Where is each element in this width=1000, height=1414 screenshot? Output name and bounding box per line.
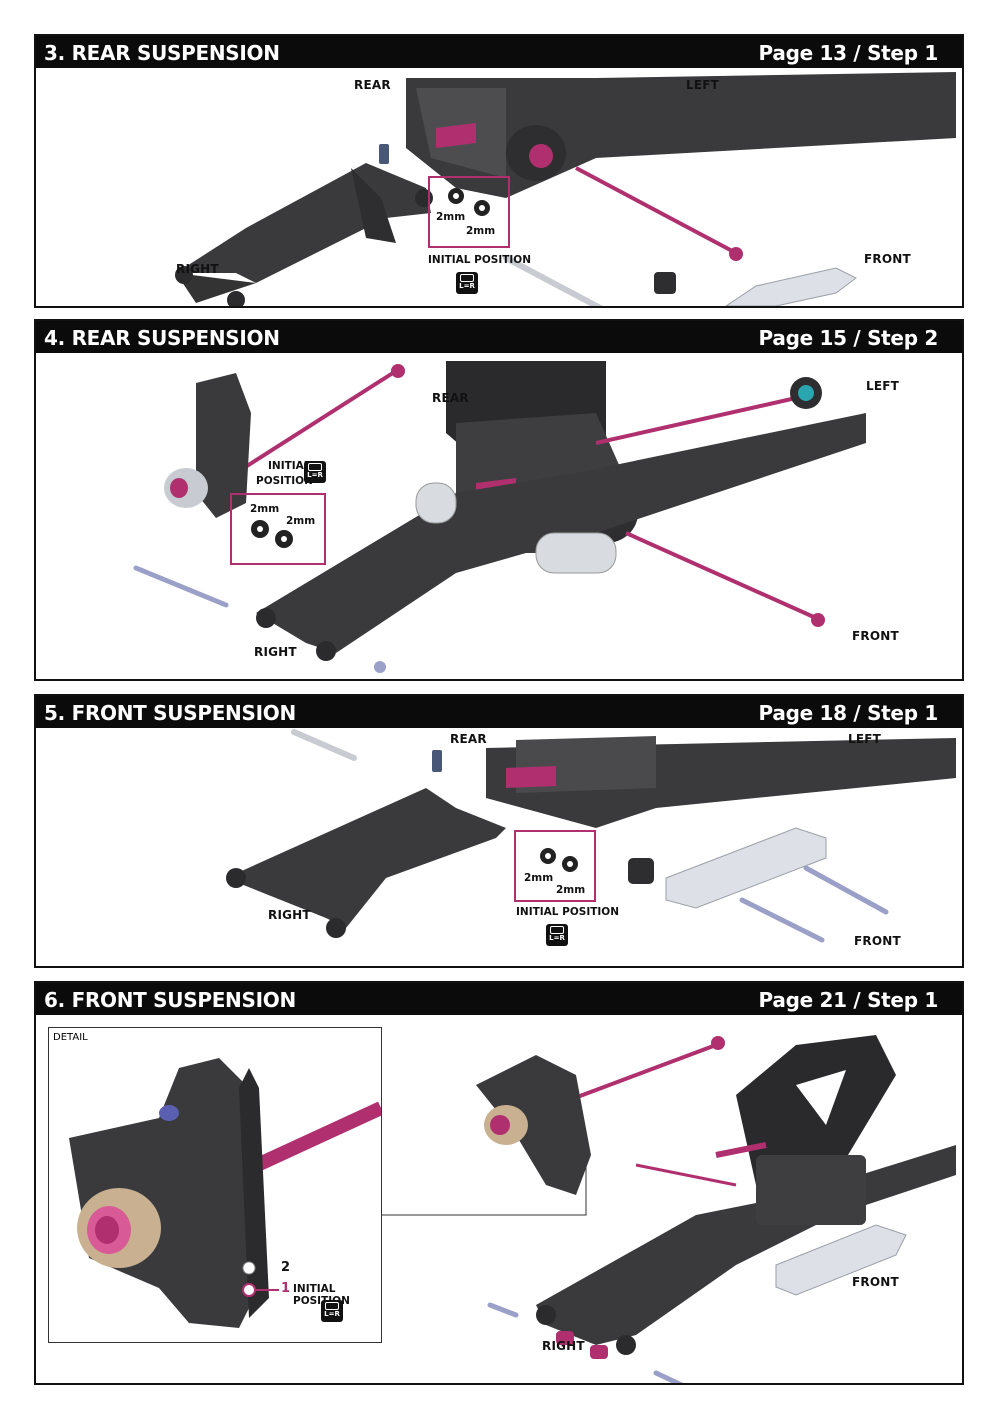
- section-title: 5. FRONT SUSPENSION: [44, 701, 296, 725]
- section-header: 3. REAR SUSPENSION Page 13 / Step 1: [36, 36, 962, 68]
- page-reference: Page 13 / Step 1: [758, 41, 939, 65]
- rear-suspension-assembly-drawing: [133, 361, 866, 673]
- shim-label: 2mm: [286, 515, 316, 527]
- shims-drawing: [540, 848, 578, 872]
- illustration: 2mm 2mm INITIAL POSITION L=R REAR LEFT R…: [36, 68, 962, 306]
- direction-label-front: FRONT: [852, 1275, 899, 1289]
- direction-label-right: RIGHT: [254, 645, 297, 659]
- shim-callout-box: 2mm 2mm: [230, 493, 326, 565]
- left-equals-right-icon: L=R: [546, 924, 568, 946]
- initial-position-note: INITIAL POSITION: [516, 906, 620, 918]
- shims-drawing: [448, 188, 490, 216]
- direction-label-rear: REAR: [432, 391, 469, 405]
- direction-label-rear: REAR: [450, 732, 487, 746]
- initial-position-note: INITIAL POSITION: [428, 254, 532, 266]
- page-reference: Page 18 / Step 1: [758, 701, 939, 725]
- detail-label: DETAIL: [53, 1032, 88, 1043]
- initial-position-note: POSITION: [256, 475, 313, 487]
- section-header: 5. FRONT SUSPENSION Page 18 / Step 1: [36, 696, 962, 728]
- illustration: 2mm 2mm INITIAL POSITION L=R REAR LEFT R…: [36, 353, 962, 679]
- shim-callout-box: 2mm 2mm: [514, 830, 596, 902]
- initial-position-note: INITIAL: [268, 460, 311, 472]
- section-title: 6. FRONT SUSPENSION: [44, 988, 296, 1012]
- direction-label-left: LEFT: [848, 732, 882, 746]
- section-6: 6. FRONT SUSPENSION Page 21 / Step 1: [34, 981, 964, 1385]
- direction-label-left: LEFT: [866, 379, 900, 393]
- direction-label-front: FRONT: [864, 252, 911, 266]
- upright-detail-drawing: [69, 1058, 381, 1328]
- section-header: 6. FRONT SUSPENSION Page 21 / Step 1: [36, 983, 962, 1015]
- detail-inset: DETAIL 2 1 INITIAL POSITION L=R: [48, 1027, 382, 1343]
- shim-label: 2mm: [436, 211, 466, 223]
- direction-label-front: FRONT: [854, 934, 901, 948]
- position-number-2: 2: [281, 1260, 291, 1275]
- left-equals-right-icon: L=R: [456, 272, 478, 294]
- shim-label: 2mm: [556, 884, 586, 896]
- shims-drawing: [251, 520, 293, 548]
- direction-label-rear: REAR: [354, 78, 391, 92]
- section-3: 3. REAR SUSPENSION Page 13 / Step 1: [34, 34, 964, 308]
- shim-callout-box: 2mm 2mm: [428, 176, 510, 248]
- section-4: 4. REAR SUSPENSION Page 15 / Step 2: [34, 319, 964, 681]
- shim-label: 2mm: [524, 872, 554, 884]
- front-suspension-drawing: [226, 729, 956, 943]
- direction-label-right: RIGHT: [176, 262, 219, 276]
- page-reference: Page 15 / Step 2: [758, 326, 939, 350]
- page-reference: Page 21 / Step 1: [758, 988, 939, 1012]
- section-header: 4. REAR SUSPENSION Page 15 / Step 2: [36, 321, 962, 353]
- illustration: DETAIL 2 1 INITIAL POSITION L=R FRONT RI…: [36, 1015, 962, 1383]
- section-title: 3. REAR SUSPENSION: [44, 41, 280, 65]
- shim-label: 2mm: [250, 503, 280, 515]
- position-number-1: 1: [281, 1281, 291, 1296]
- rear-suspension-drawing: [175, 72, 956, 306]
- left-equals-right-icon: L=R: [304, 461, 326, 483]
- direction-label-right: RIGHT: [268, 908, 311, 922]
- section-title: 4. REAR SUSPENSION: [44, 326, 280, 350]
- front-suspension-assembly-drawing: [382, 1035, 956, 1383]
- direction-label-left: LEFT: [686, 78, 720, 92]
- shim-label: 2mm: [466, 225, 496, 237]
- direction-label-front: FRONT: [852, 629, 899, 643]
- left-equals-right-icon: L=R: [321, 1300, 343, 1322]
- section-5: 5. FRONT SUSPENSION Page 18 / Step 1: [34, 694, 964, 968]
- direction-label-right: RIGHT: [542, 1339, 585, 1353]
- illustration: 2mm 2mm INITIAL POSITION L=R REAR LEFT R…: [36, 728, 962, 966]
